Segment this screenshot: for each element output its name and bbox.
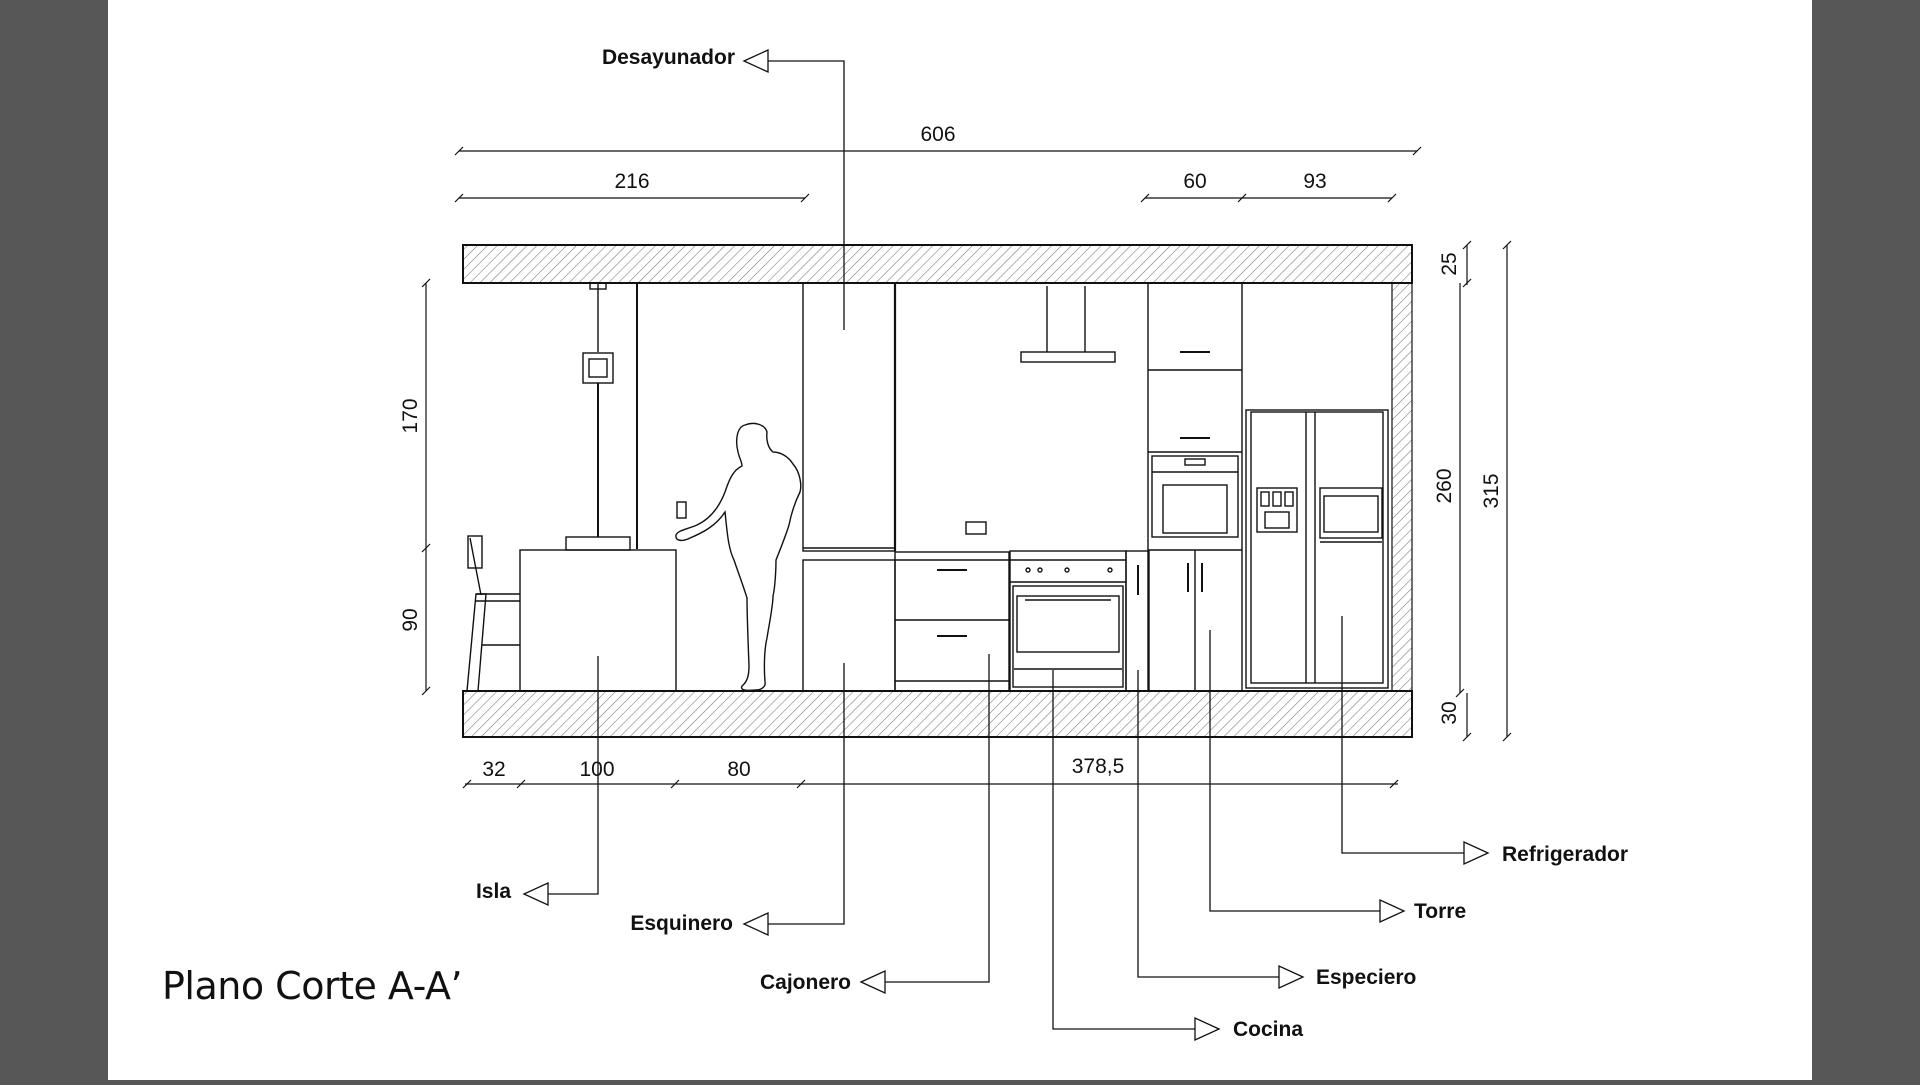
- label-especiero: Especiero: [1316, 966, 1416, 989]
- left-frame: [0, 0, 108, 1080]
- label-desayunador: Desayunador: [602, 46, 735, 69]
- dim-ceiling-slab: 25: [1438, 252, 1461, 275]
- structure: [462, 244, 1413, 738]
- ceiling-slab: [462, 244, 1413, 284]
- refrigerator: [1245, 409, 1389, 689]
- dim-stool: 32: [482, 758, 505, 781]
- right-wall: [1391, 282, 1413, 692]
- dim-upper-height: 170: [399, 398, 422, 433]
- label-isla: Isla: [476, 880, 511, 903]
- dim-height-total: 315: [1480, 473, 1503, 508]
- bar-stool: [466, 535, 520, 692]
- dim-corridor: 80: [727, 758, 750, 781]
- callout-labels: Desayunador Isla Esquinero Cajonero Coci…: [476, 46, 1628, 1041]
- person-silhouette: [675, 422, 802, 692]
- dim-kitchen-run: 378,5: [1072, 755, 1125, 778]
- plan-title: Plano Corte A-A’: [162, 964, 463, 1008]
- label-refrigerador: Refrigerador: [1502, 843, 1628, 866]
- dim-floor-slab: 30: [1438, 701, 1461, 724]
- dimension-texts: 606 216 60 93 170 90 25 260 315 30 32 10…: [399, 123, 1503, 781]
- dim-tower: 60: [1183, 170, 1206, 193]
- tower-unit: [1147, 282, 1243, 692]
- dim-height-inner: 260: [1433, 468, 1456, 503]
- range-oven: [1009, 550, 1127, 692]
- leader-lines: [522, 48, 1490, 1042]
- dim-fridge: 93: [1303, 170, 1326, 193]
- dimension-lines: [421, 146, 1512, 789]
- dim-island: 100: [579, 758, 614, 781]
- dim-counter-height: 90: [399, 608, 422, 631]
- drawing-sheet: 606 216 60 93 170 90 25 260 315 30 32 10…: [108, 0, 1812, 1080]
- label-torre: Torre: [1414, 900, 1466, 923]
- kitchen-elements: [466, 282, 1389, 692]
- label-cajonero: Cajonero: [760, 971, 851, 994]
- dim-breakfast-bar: 216: [614, 170, 649, 193]
- section-drawing: 606 216 60 93 170 90 25 260 315 30 32 10…: [399, 46, 1628, 1042]
- right-frame: [1812, 0, 1920, 1080]
- label-cocina: Cocina: [1233, 1018, 1303, 1041]
- drawer-unit: [894, 551, 1010, 692]
- dim-total-width: 606: [920, 123, 955, 146]
- pendant-lamp: [582, 282, 614, 537]
- range-hood: [1020, 286, 1116, 363]
- floor-slab: [462, 690, 1413, 738]
- breakfast-column: [802, 282, 896, 552]
- label-esquinero: Esquinero: [630, 912, 733, 935]
